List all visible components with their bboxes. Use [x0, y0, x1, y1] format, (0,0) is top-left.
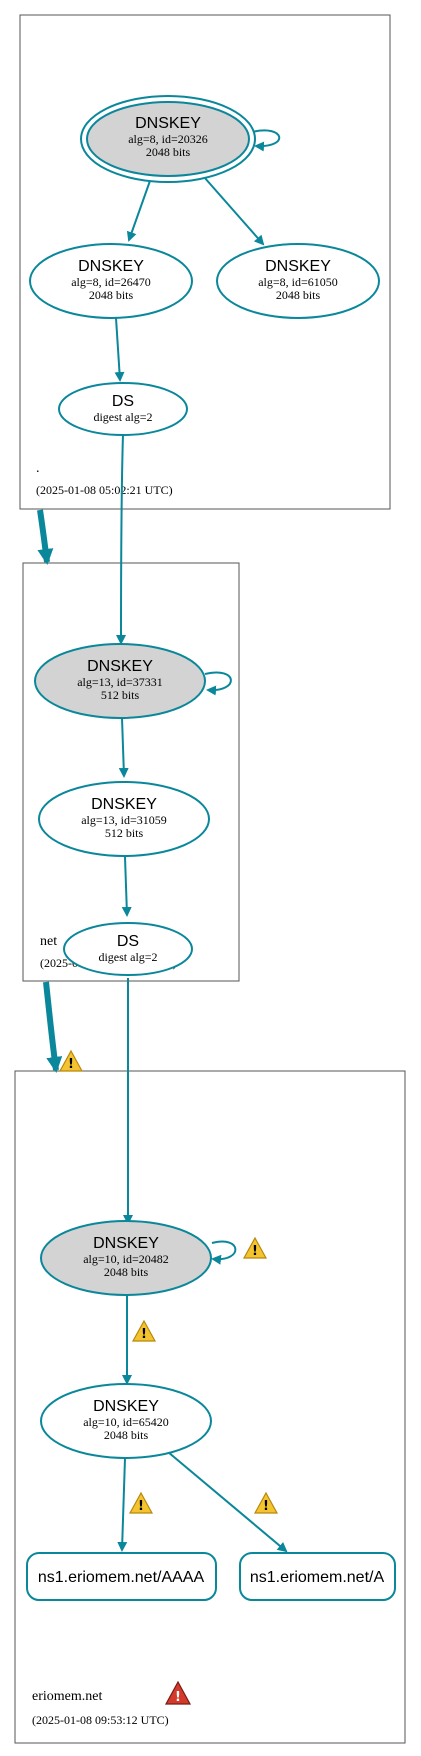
ds-node-root[interactable]: DS digest alg=2 — [58, 382, 188, 436]
node-detail: digest alg=2 — [93, 410, 152, 424]
node-detail: 2048 bits — [146, 145, 191, 159]
dnskey-node-eriomem-zsk[interactable]: DNSKEY alg=10, id=65420 2048 bits — [40, 1383, 212, 1459]
self-loop-net-ksk — [204, 671, 232, 696]
node-title: DNSKEY — [93, 1398, 159, 1415]
node-title: DNSKEY — [91, 796, 157, 813]
self-loop-root-ksk — [251, 129, 281, 152]
node-title: DNSKEY — [135, 115, 201, 132]
dnskey-node-net-zsk[interactable]: DNSKEY alg=13, id=31059 512 bits — [38, 781, 210, 857]
warning-triangle-icon[interactable]: ! — [128, 1491, 154, 1514]
rrset-label: ns1.eriomem.net/AAAA — [38, 1569, 205, 1586]
svg-text:!: ! — [252, 1244, 258, 1259]
node-detail: 2048 bits — [104, 1265, 149, 1279]
dnskey-node-eriomem-ksk[interactable]: DNSKEY alg=10, id=20482 2048 bits — [40, 1220, 212, 1296]
edge-erio-zsk-to-a — [167, 1451, 288, 1553]
warning-triangle-icon[interactable]: ! — [242, 1236, 268, 1259]
node-detail: 2048 bits — [89, 288, 134, 302]
edge-erio-zsk-to-aaaa — [117, 1457, 128, 1552]
zone-timestamp: (2025-01-08 05:02:21 UTC) — [36, 483, 173, 497]
node-detail: alg=8, id=20326 — [128, 132, 208, 146]
node-detail: 2048 bits — [276, 288, 321, 302]
rrset-node-aaaa[interactable]: ns1.eriomem.net/AAAA — [26, 1552, 217, 1601]
delegation-arrow-net-eriomem — [43, 981, 63, 1073]
zone-name: eriomem.net — [32, 1689, 102, 1704]
dnskey-node-root-ksk[interactable]: DNSKEY alg=8, id=20326 2048 bits — [80, 95, 256, 183]
node-detail: alg=10, id=65420 — [83, 1415, 169, 1429]
node-title: DNSKEY — [78, 258, 144, 275]
edge-net-zsk-to-ds — [121, 856, 132, 917]
node-detail: 2048 bits — [104, 1428, 149, 1442]
dnskey-node-net-ksk[interactable]: DNSKEY alg=13, id=37331 512 bits — [34, 643, 206, 719]
node-title: DS — [112, 393, 134, 410]
node-title: DNSKEY — [87, 658, 153, 675]
zone-name: . — [36, 461, 40, 476]
self-loop-erio-ksk — [211, 1240, 237, 1265]
zone-net: net (2025-01-08 06:34:21 UTC) — [22, 562, 240, 982]
rrset-label: ns1.eriomem.net/A — [250, 1569, 385, 1586]
node-detail: alg=8, id=26470 — [71, 275, 151, 289]
error-triangle-icon[interactable]: ! — [164, 1680, 192, 1705]
node-detail: 512 bits — [105, 826, 144, 840]
node-title: DNSKEY — [93, 1235, 159, 1252]
edge-root-ds-to-net-ksk — [116, 433, 127, 645]
node-detail: alg=13, id=37331 — [77, 675, 163, 689]
node-detail: 512 bits — [101, 688, 140, 702]
ds-node-net[interactable]: DS digest alg=2 — [63, 922, 193, 976]
zone-name: net — [40, 934, 57, 949]
node-detail: alg=10, id=20482 — [83, 1252, 169, 1266]
dnskey-node-root-zsk2[interactable]: DNSKEY alg=8, id=61050 2048 bits — [216, 243, 380, 319]
svg-text:!: ! — [68, 1057, 74, 1072]
edge-root-zsk1-to-ds — [114, 317, 125, 382]
edge-root-ksk-to-zsk1 — [126, 177, 152, 242]
edge-net-ksk-to-zsk — [118, 717, 129, 778]
node-detail: alg=13, id=31059 — [81, 813, 167, 827]
node-title: DNSKEY — [265, 258, 331, 275]
warning-triangle-icon[interactable]: ! — [58, 1049, 84, 1072]
node-title: DS — [117, 933, 139, 950]
delegation-arrow-root-net — [37, 509, 54, 565]
zone-timestamp: (2025-01-08 09:53:12 UTC) — [32, 1713, 169, 1727]
edge-root-ksk-to-zsk2 — [203, 176, 265, 246]
warning-triangle-icon[interactable]: ! — [131, 1319, 157, 1342]
svg-text:!: ! — [175, 1690, 181, 1705]
rrset-node-a[interactable]: ns1.eriomem.net/A — [239, 1552, 396, 1601]
svg-text:!: ! — [138, 1499, 144, 1514]
warning-triangle-icon[interactable]: ! — [253, 1491, 279, 1514]
node-detail: alg=8, id=61050 — [258, 275, 338, 289]
svg-text:!: ! — [263, 1499, 269, 1514]
node-detail: digest alg=2 — [98, 950, 157, 964]
svg-text:!: ! — [141, 1327, 147, 1342]
dnskey-node-root-zsk1[interactable]: DNSKEY alg=8, id=26470 2048 bits — [29, 243, 193, 319]
